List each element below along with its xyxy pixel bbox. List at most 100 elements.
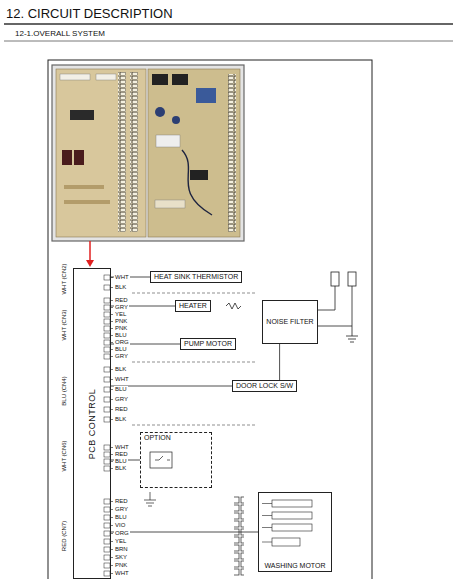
connector-pin xyxy=(104,547,110,552)
component-label: PUMP MOTOR xyxy=(184,340,232,348)
header-rule xyxy=(4,23,453,25)
harness-line xyxy=(132,293,255,294)
wire-color: PNK xyxy=(114,318,128,325)
noise-filter-box: NOISE FILTER xyxy=(262,300,318,344)
drawing-part xyxy=(318,286,352,326)
connector-name: RED (CN7) xyxy=(61,520,68,552)
arrow-head xyxy=(86,260,94,267)
connector-pin xyxy=(104,333,110,338)
connector-pin xyxy=(104,555,110,560)
pump-motor-box: PUMP MOTOR xyxy=(180,338,236,350)
connector-pin xyxy=(104,445,110,450)
drawing-part xyxy=(96,74,116,80)
connector-pin xyxy=(104,367,110,372)
connector-pin xyxy=(104,563,110,568)
connector-name: WHT (CN6) xyxy=(61,439,68,472)
component-label: DOOR LOCK S/W xyxy=(236,382,293,390)
relay-contact xyxy=(155,456,170,460)
wire-color: GRY xyxy=(114,396,129,403)
drawing-part xyxy=(331,272,339,286)
wire-color: RED xyxy=(114,297,129,304)
drawing-part xyxy=(152,74,168,85)
connector-pin xyxy=(104,340,110,345)
heater-symbol xyxy=(226,303,241,309)
drawing-part xyxy=(190,170,208,180)
page-title: 12. CIRCUIT DESCRIPTION xyxy=(6,6,173,21)
drawing-part xyxy=(196,88,216,103)
component-label: WASHING MOTOR xyxy=(264,562,325,570)
drawing-part xyxy=(62,150,72,165)
wire-connector xyxy=(111,532,258,533)
connector-pin xyxy=(104,354,110,359)
heater-box: HEATER xyxy=(175,300,211,312)
drawing-part xyxy=(155,107,165,117)
wire-color: BLK xyxy=(114,465,127,472)
connector-pin xyxy=(104,499,110,504)
wire-color: ORG xyxy=(114,530,130,537)
component-label: PCB CONTROL xyxy=(88,388,96,459)
connector-pin xyxy=(104,515,110,520)
connector-pin xyxy=(104,387,110,392)
drawing-part xyxy=(272,524,312,531)
wire-color: BLU xyxy=(114,332,128,339)
drawing-part xyxy=(52,65,244,241)
drawing-part xyxy=(130,72,138,232)
component-label: HEATER xyxy=(179,302,207,310)
wire-color: SKY xyxy=(114,554,128,561)
connector-pin xyxy=(104,539,110,544)
drawing-part xyxy=(172,74,188,85)
wire-color: WHT xyxy=(114,444,130,451)
connector-pin xyxy=(104,326,110,331)
connector-pin xyxy=(104,407,110,412)
connector-pin xyxy=(104,319,110,324)
drawing-part xyxy=(148,69,240,237)
connector-pin xyxy=(104,285,110,290)
connector-pin xyxy=(104,523,110,528)
terminal-block xyxy=(234,496,244,576)
wire-color: PNK xyxy=(114,325,128,332)
wire-color: RED xyxy=(114,406,129,413)
washing-motor-box: WASHING MOTOR xyxy=(258,492,332,572)
drawing-part xyxy=(272,538,300,546)
wire-color: BLK xyxy=(114,284,127,291)
wire-color: PNK xyxy=(114,562,128,569)
drawing-part xyxy=(172,116,180,124)
motor-winding xyxy=(262,500,312,546)
connector-pin xyxy=(104,312,110,317)
drawing-part xyxy=(70,110,94,120)
diagram-frame xyxy=(48,60,372,579)
wire-color: BLU xyxy=(114,346,128,353)
drawing-part xyxy=(64,200,110,204)
harness-line xyxy=(132,362,255,363)
connector-pin xyxy=(104,531,110,536)
wire-color: BLU xyxy=(114,514,128,521)
pcb-photo xyxy=(52,65,244,241)
door-lock-box: DOOR LOCK S/W xyxy=(232,380,297,392)
drawing-part xyxy=(348,272,356,286)
connector-pin xyxy=(104,377,110,382)
component-label: OPTION xyxy=(144,434,208,442)
wire-connector xyxy=(111,386,232,387)
wire-color: WHT xyxy=(114,274,130,281)
pcb-control-box: PCB CONTROL xyxy=(73,268,111,579)
drawing-part xyxy=(118,72,126,232)
connector-pin xyxy=(104,275,110,280)
option-box: OPTION xyxy=(140,432,212,488)
drawing-part xyxy=(156,135,180,147)
wire-color: WHT xyxy=(114,376,130,383)
wire-color: YEL xyxy=(114,538,127,545)
drawing-part xyxy=(155,200,185,208)
header-rule xyxy=(4,41,453,42)
connector-pin xyxy=(104,305,110,310)
connector-pin xyxy=(104,397,110,402)
connector-pin xyxy=(104,466,110,471)
wire-color: BLU xyxy=(114,458,128,465)
wire-color: GRY xyxy=(114,353,129,360)
drawing-part xyxy=(182,150,212,215)
connector-name: BLU (CN4) xyxy=(61,375,68,406)
wire-color: BLK xyxy=(114,366,127,373)
wire-color: RED xyxy=(114,498,129,505)
connector-pin xyxy=(104,507,110,512)
drawing-part xyxy=(262,504,272,543)
